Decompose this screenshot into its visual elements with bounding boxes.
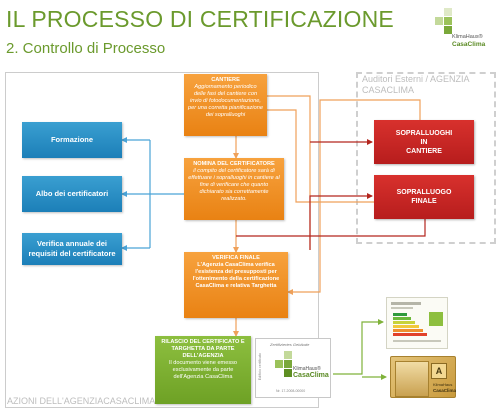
cantiere-box: CANTIERE Aggiornamento periodico delle f… — [184, 74, 267, 136]
casaclima-gold-card: A KlimaHaus CasaClima — [390, 356, 456, 398]
agency-region-frame — [5, 72, 319, 408]
card-class-letter: A — [431, 363, 447, 379]
certificate-energy-bar-5 — [393, 329, 423, 332]
page-title: IL PROCESSO DI CERTIFICAZIONE — [6, 6, 394, 32]
rilascio-body: Il documento viene emesso esclusivamente… — [168, 360, 238, 380]
red-connectors — [236, 139, 426, 250]
certificate-energy-bar-2 — [393, 317, 411, 320]
certificate-energy-bar-1 — [393, 313, 407, 316]
agency-region-label: AZIONI DELL'AGENZIACASACLIMA — [7, 396, 156, 406]
logo-square-2 — [444, 17, 452, 25]
plate-square-3 — [275, 360, 283, 368]
albo-certificatori-box: Albo dei certificatori — [22, 176, 122, 212]
plate-brand-casaclima: CasaClima — [293, 372, 329, 379]
cantiere-heading: CANTIERE — [211, 77, 240, 83]
nomina-certificatore-box: NOMINA DEL CERTIFICATORE il compito del … — [184, 158, 284, 220]
logo-square-1 — [444, 8, 452, 16]
rilascio-certificato-box: RILASCIO DEL CERTIFICATO E TARGHETTA DA … — [155, 336, 251, 404]
card-brand-casaclima: CasaClima — [433, 388, 457, 393]
sopralluogo-finale-box: SOPRALLUOGO FINALE — [374, 175, 474, 219]
card-photo — [395, 361, 429, 397]
nomina-heading: NOMINA DEL CERTIFICATORE — [193, 161, 275, 167]
formazione-box: Formazione — [22, 122, 122, 158]
plate-side-text: Edificio certificato — [258, 353, 262, 381]
nomina-body: il compito del certificatore sarà di eff… — [188, 168, 280, 202]
external-region-label: Auditori Esterni / AGENZIA CASACLIMA — [362, 74, 470, 95]
certificate-document-image — [386, 297, 448, 349]
casaclima-logo: KlimaHaus® CasaClima — [432, 8, 496, 52]
verifica-heading: VERIFICA FINALE — [212, 255, 260, 261]
casaclima-plate: Zertifiziertes Gebäude Edificio certific… — [255, 338, 331, 398]
logo-text-klimahaus: KlimaHaus® — [452, 34, 483, 40]
plate-square-2 — [284, 360, 292, 368]
certificate-header-strip-2 — [391, 307, 413, 309]
plate-square-1 — [284, 351, 292, 359]
logo-text-casaclima: CasaClima — [452, 41, 486, 48]
certificate-text-line — [393, 340, 441, 342]
logo-square-3 — [435, 17, 443, 25]
plate-square-4 — [284, 369, 292, 377]
certificate-stamp — [429, 312, 443, 326]
plate-brand-klimahaus: KlimaHaus® — [293, 366, 321, 372]
verifica-finale-box: VERIFICA FINALE L'Agenzia CasaClima veri… — [184, 252, 288, 318]
certificate-energy-bar-4 — [393, 325, 419, 328]
plate-caption: Zertifiziertes Gebäude — [270, 342, 310, 347]
external-region-frame — [356, 72, 496, 244]
certificate-energy-bar-6 — [393, 333, 427, 336]
plate-number: Nr. 17-2008-00000 — [276, 389, 306, 393]
verifica-annuale-box: Verifica annuale dei requisiti del certi… — [22, 233, 122, 265]
logo-square-4 — [444, 26, 452, 34]
card-brand-klimahaus: KlimaHaus — [433, 382, 453, 387]
sopralluoghi-cantiere-box: SOPRALLUOGHI IN CANTIERE — [374, 120, 474, 164]
page-subtitle: 2. Controllo di Processo — [6, 40, 166, 57]
cantiere-body: Aggiornamento periodico delle fasi del c… — [188, 84, 263, 118]
blue-connectors — [121, 137, 184, 251]
certificate-energy-bar-3 — [393, 321, 415, 324]
certificate-header-strip — [391, 302, 421, 305]
rilascio-heading: RILASCIO DEL CERTIFICATO E TARGHETTA DA … — [161, 339, 245, 359]
verifica-body: L'Agenzia CasaClima verifica l'esistenza… — [192, 262, 280, 289]
